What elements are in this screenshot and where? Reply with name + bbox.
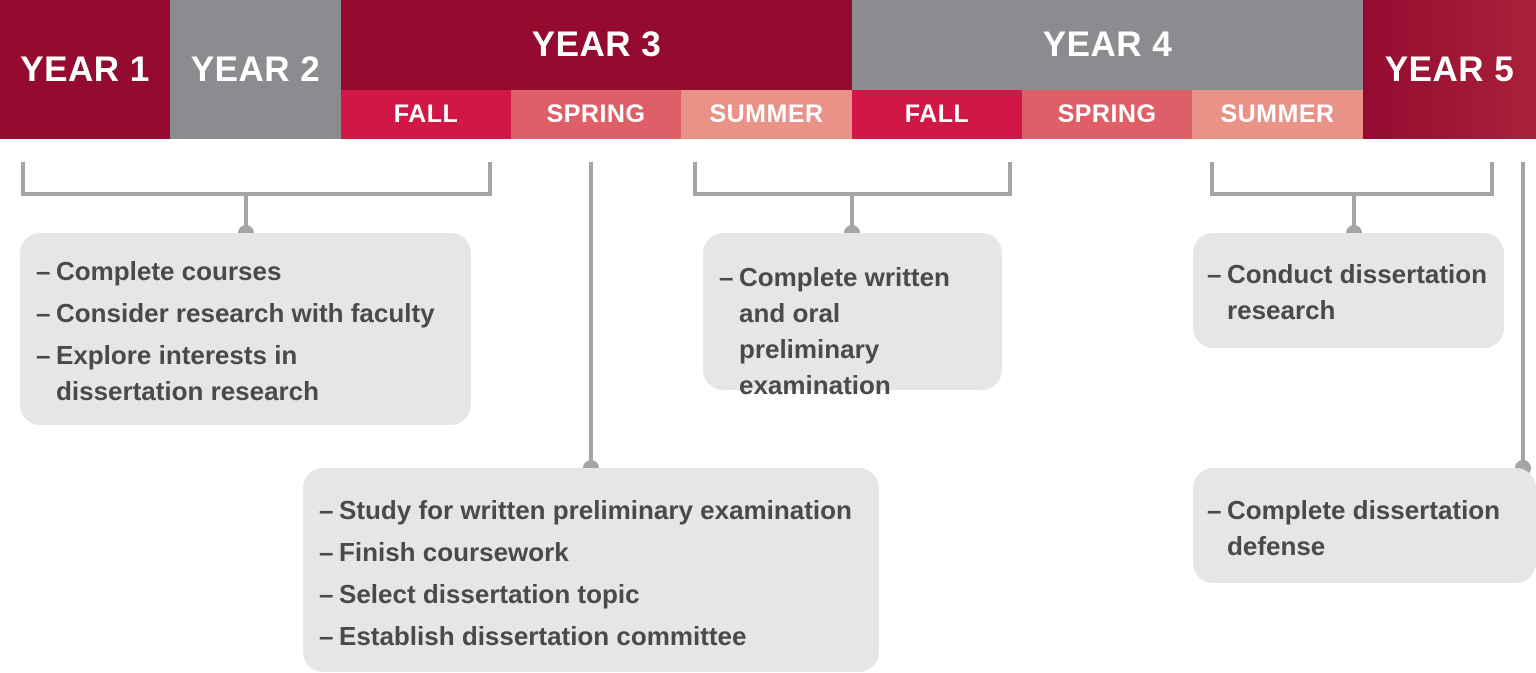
season-label: FALL <box>393 100 459 128</box>
task-item: Consider research with faculty <box>36 295 451 331</box>
bracket-year3-summer-year4-fall <box>693 162 1012 196</box>
task-item: Conduct dissertation research <box>1207 256 1490 328</box>
task-list: Complete courses Consider research with … <box>36 253 451 409</box>
season-label: SUMMER <box>709 100 824 128</box>
year-4-fall-header: FALL <box>852 90 1022 139</box>
year-1-label: YEAR 1 <box>20 49 150 89</box>
year-4-label: YEAR 4 <box>1042 25 1173 64</box>
year-5-label: YEAR 5 <box>1384 49 1515 89</box>
year-3-fall-header: FALL <box>341 90 511 139</box>
year-3-header: YEAR 3 <box>341 0 852 90</box>
task-item: Finish coursework <box>319 534 859 570</box>
year-3-spring-tasks-box: Study for written preliminary examinatio… <box>303 468 879 672</box>
season-label: SPRING <box>546 100 646 128</box>
year-5-header: YEAR 5 <box>1363 0 1536 139</box>
bracket-year4-summer <box>1210 162 1494 196</box>
task-item: Explore interests in dissertation resear… <box>36 337 451 409</box>
year-4-summer-header: SUMMER <box>1192 90 1363 139</box>
task-list: Complete written and oral preliminary ex… <box>719 259 986 403</box>
year-2-label: YEAR 2 <box>190 49 321 89</box>
season-label: FALL <box>904 100 970 128</box>
year-2-header: YEAR 2 <box>170 0 341 139</box>
task-item: Select dissertation topic <box>319 576 859 612</box>
season-label: SUMMER <box>1220 100 1335 128</box>
task-list: Study for written preliminary examinatio… <box>319 492 859 654</box>
task-item: Complete written and oral preliminary ex… <box>719 259 986 403</box>
task-item: Establish dissertation committee <box>319 618 859 654</box>
year-5-tasks-box: Complete dissertation defense <box>1193 468 1536 583</box>
year-3-summer-header: SUMMER <box>681 90 852 139</box>
year-3-label: YEAR 3 <box>531 25 662 64</box>
task-list: Conduct dissertation research <box>1207 256 1490 328</box>
years-1-2-tasks-box: Complete courses Consider research with … <box>20 233 471 425</box>
year-4-spring-header: SPRING <box>1022 90 1192 139</box>
preliminary-exam-box: Complete written and oral preliminary ex… <box>703 233 1002 400</box>
year-4-summer-tasks-box: Conduct dissertation research <box>1193 233 1504 348</box>
season-label: SPRING <box>1057 100 1157 128</box>
bracket-years-1-2 <box>21 162 492 196</box>
year-4-header: YEAR 4 <box>852 0 1363 90</box>
year-3-spring-header: SPRING <box>511 90 681 139</box>
task-item: Study for written preliminary examinatio… <box>319 492 859 528</box>
year-1-header: YEAR 1 <box>0 0 170 139</box>
task-item: Complete dissertation defense <box>1207 492 1522 564</box>
task-item: Complete courses <box>36 253 451 289</box>
task-list: Complete dissertation defense <box>1207 492 1522 564</box>
